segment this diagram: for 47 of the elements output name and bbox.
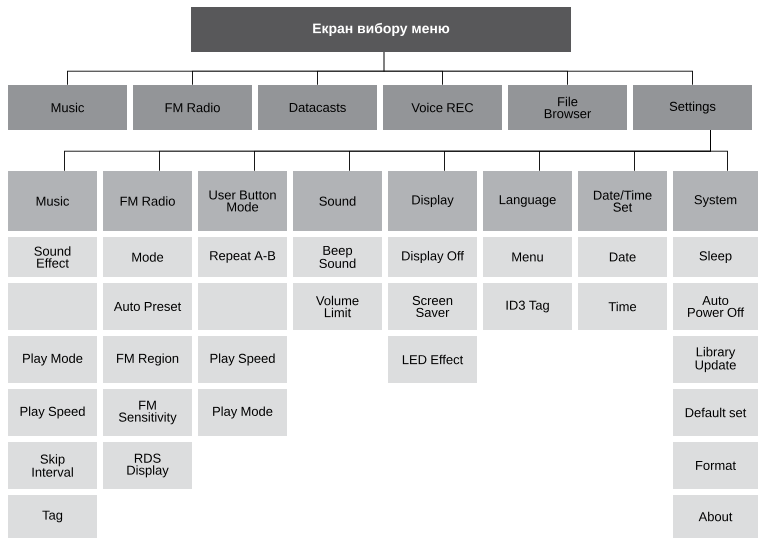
category-box: Music	[8, 171, 97, 231]
option-box: Play Mode	[198, 389, 287, 436]
option-box: FM Region	[103, 336, 192, 383]
connector-line	[710, 130, 728, 172]
option-box: Play Speed	[198, 336, 287, 383]
menu-box: File Browser	[508, 85, 627, 130]
option-box: Menu	[483, 237, 572, 277]
option-box: Sound Effect	[8, 237, 97, 277]
option-box: Repeat A-B	[198, 237, 287, 277]
option-box: Format	[673, 442, 758, 489]
option-box: Library Update	[673, 336, 758, 383]
option-box: Time	[578, 283, 667, 330]
connector-line	[384, 52, 693, 86]
option-box: FM Sensitivity	[103, 389, 192, 436]
menu-box: Settings	[633, 85, 752, 130]
option-box: Beep Sound	[293, 237, 382, 277]
category-box: Sound	[293, 171, 382, 231]
category-box: User Button Mode	[198, 171, 287, 231]
blank-box	[8, 283, 97, 330]
option-box: Date	[578, 237, 667, 277]
category-box: Language	[483, 171, 572, 231]
option-box: Skip Interval	[8, 442, 97, 489]
option-box: RDS Display	[103, 442, 192, 489]
option-box: Screen Saver	[388, 283, 477, 330]
option-box: Display Off	[388, 237, 477, 277]
option-box: About	[673, 495, 758, 538]
option-box: Auto Preset	[103, 283, 192, 330]
menu-box: Music	[8, 85, 127, 130]
option-box: Auto Power Off	[673, 283, 758, 330]
option-box: Play Speed	[8, 389, 97, 436]
category-box: FM Radio	[103, 171, 192, 231]
category-box: Date/Time Set	[578, 171, 667, 231]
option-box: Default set	[673, 389, 758, 436]
option-box: ID3 Tag	[483, 283, 572, 330]
option-box: Volume Limit	[293, 283, 382, 330]
title-box: Екран вибору меню	[191, 7, 571, 52]
option-box: Tag	[8, 495, 97, 538]
menu-box: Voice REC	[383, 85, 502, 130]
option-box: Mode	[103, 237, 192, 277]
category-box: System	[673, 171, 758, 231]
option-box: LED Effect	[388, 336, 477, 383]
option-box: Play Mode	[8, 336, 97, 383]
option-box: Sleep	[673, 237, 758, 277]
blank-box	[198, 283, 287, 330]
menu-box: FM Radio	[133, 85, 252, 130]
category-box: Display	[388, 171, 477, 231]
menu-box: Datacasts	[258, 85, 377, 130]
